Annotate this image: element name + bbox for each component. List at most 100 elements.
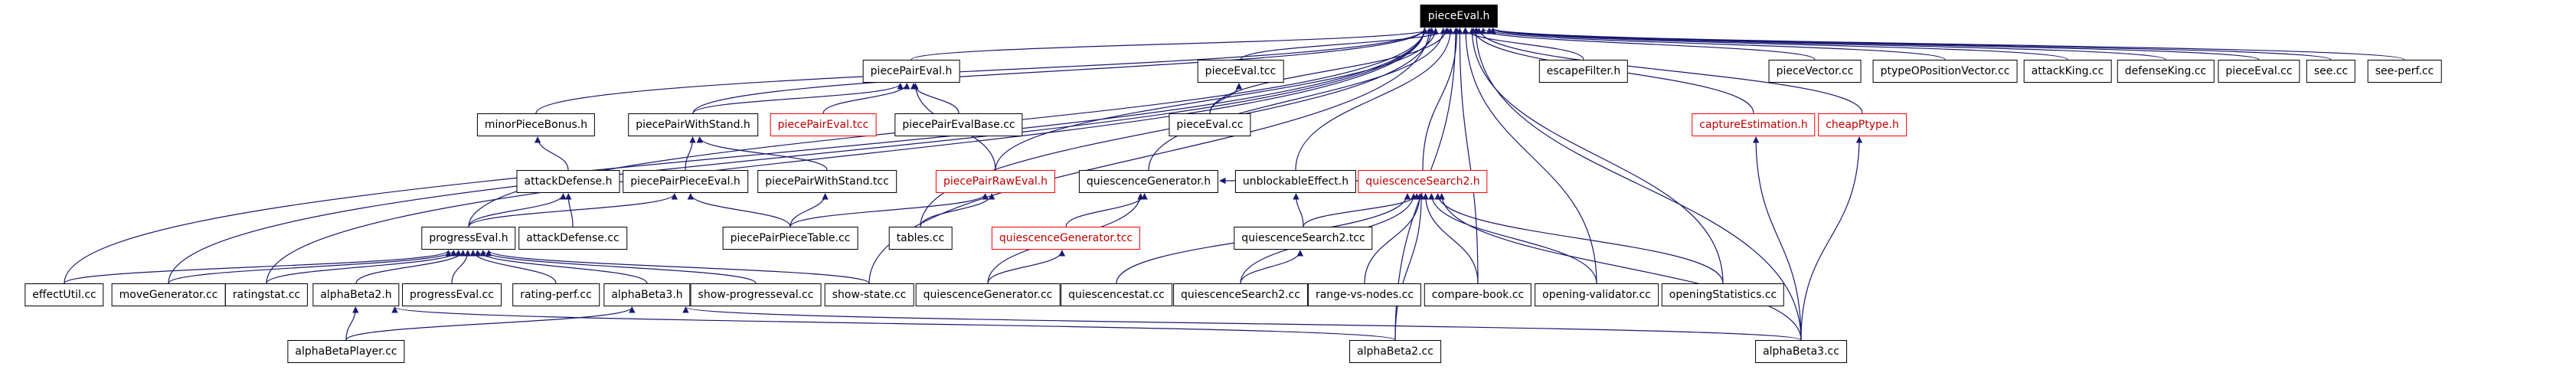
graph-node-rating_perf_cc[interactable]: rating-perf.cc [512, 283, 600, 306]
graph-edge [485, 250, 870, 284]
graph-node-compare_book_cc[interactable]: compare-book.cc [1424, 283, 1532, 306]
graph-node-attackDefense_cc[interactable]: attackDefense.cc [518, 227, 627, 250]
graph-node-pieceEval_cc_mid[interactable]: pieceEval.cc [1169, 113, 1251, 136]
graph-edge [910, 28, 1435, 61]
graph-node-range_vs_nodes_cc[interactable]: range-vs-nodes.cc [1307, 283, 1422, 306]
graph-node-piecePairWithStand_h[interactable]: piecePairWithStand.h [628, 113, 758, 136]
graph-node-defenseKing_cc[interactable]: defenseKing.cc [2117, 60, 2215, 83]
graph-node-alphaBetaPlayer_cc[interactable]: alphaBetaPlayer.cc [287, 340, 405, 363]
graph-node-openingStatistics_cc[interactable]: openingStatistics.cc [1661, 283, 1785, 306]
graph-edge [1422, 28, 1460, 171]
graph-edge [1486, 28, 2068, 61]
graph-edge [1422, 193, 1479, 284]
graph-node-piecePairRawEval_h[interactable]: piecePairRawEval.h [935, 170, 1056, 193]
graph-edge [1434, 193, 1724, 284]
graph-edge [682, 306, 1802, 341]
graph-edge [687, 193, 791, 227]
graph-node-progressEval_cc[interactable]: progressEval.cc [402, 283, 502, 306]
graph-node-piecePairEvalBase_cc[interactable]: piecePairEvalBase.cc [894, 113, 1023, 136]
graph-node-quiescenceSearch2_cc[interactable]: quiescenceSearch2.cc [1173, 283, 1308, 306]
graph-node-attackDefense_h[interactable]: attackDefense.h [516, 170, 620, 193]
graph-edge [534, 136, 569, 171]
graph-edge [1364, 193, 1424, 284]
graph-edge [1462, 28, 1597, 284]
graph-edge [1240, 250, 1304, 284]
graph-edge [1209, 83, 1243, 114]
graph-node-captureEstimation_h[interactable]: captureEstimation.h [1692, 113, 1816, 136]
graph-edge [692, 83, 904, 114]
graph-node-quiescencestat_cc[interactable]: quiescencestat.cc [1061, 283, 1172, 306]
graph-edge [1469, 28, 1724, 284]
graph-node-alphaBeta3_cc[interactable]: alphaBeta3.cc [1755, 340, 1847, 363]
graph-edge [1148, 28, 1447, 171]
graph-node-piecePairPieceTable_cc[interactable]: piecePairPieceTable.cc [722, 227, 858, 250]
graph-node-piecePairPieceEval_h[interactable]: piecePairPieceEval.h [623, 170, 748, 193]
graph-node-minorPieceBonus_h[interactable]: minorPieceBonus.h [476, 113, 596, 136]
graph-node-pieceEval_cc_right[interactable]: pieceEval.cc [2218, 60, 2300, 83]
graph-node-piecePairEval_h[interactable]: piecePairEval.h [862, 60, 960, 83]
graph-node-show_state_cc[interactable]: show-state.cc [824, 283, 914, 306]
graph-edge [789, 193, 829, 227]
graph-node-piecePairEval_tcc[interactable]: piecePairEval.tcc [770, 113, 877, 136]
graph-edge [355, 250, 466, 284]
graph-edge [168, 250, 457, 284]
graph-edge [64, 250, 452, 284]
graph-node-quiescenceGenerator_h[interactable]: quiescenceGenerator.h [1078, 170, 1219, 193]
graph-node-quiescenceSearch2_tcc[interactable]: quiescenceSearch2.tcc [1234, 227, 1373, 250]
graph-node-cheapPtype_h[interactable]: cheapPtype.h [1818, 113, 1907, 136]
graph-edge [469, 250, 557, 284]
graph-node-unblockableEffect_h[interactable]: unblockableEffect.h [1234, 170, 1357, 193]
graph-edge [1476, 28, 1863, 114]
graph-node-opening_validator_cc[interactable]: opening-validator.cc [1535, 283, 1659, 306]
graph-edge [1438, 193, 1802, 341]
graph-edge [391, 306, 1396, 341]
graph-node-ratingstat_cc[interactable]: ratingstat.cc [224, 283, 309, 306]
graph-edge [987, 250, 1066, 284]
graph-edge [1293, 193, 1304, 227]
graph-edge [1489, 28, 2166, 61]
graph-edge [1479, 28, 1946, 61]
graph-node-quiescenceGenerator_cc[interactable]: quiescenceGenerator.cc [915, 283, 1061, 306]
graph-edge [920, 193, 995, 227]
graph-edge [266, 250, 462, 284]
graph-node-pieceVector_cc[interactable]: pieceVector.cc [1768, 60, 1862, 83]
graph-node-progressEval_h[interactable]: progressEval.h [421, 227, 516, 250]
graph-node-quiescenceSearch2_h[interactable]: quiescenceSearch2.h [1358, 170, 1488, 193]
graph-node-pieceEval_tcc[interactable]: pieceEval.tcc [1197, 60, 1284, 83]
graph-edge [995, 28, 1439, 171]
graph-node-ptypeOPositionVector_cc[interactable]: ptypeOPositionVector.cc [1872, 60, 2018, 83]
graph-edge [345, 306, 359, 341]
graph-node-alphaBeta2_cc[interactable]: alphaBeta2.cc [1349, 340, 1441, 363]
graph-edge [64, 28, 1428, 284]
graph-edge [1394, 193, 1425, 341]
graph-node-tables_cc[interactable]: tables.cc [888, 227, 953, 250]
graph-edge [451, 250, 472, 284]
graph-node-attackKing_cc[interactable]: attackKing.cc [2023, 60, 2112, 83]
graph-edge [1489, 28, 2332, 61]
graph-edge [1752, 136, 1802, 341]
graph-edge [1800, 136, 1863, 341]
graph-node-escapeFilter_h[interactable]: escapeFilter.h [1538, 60, 1629, 83]
graph-node-alphaBeta2_h[interactable]: alphaBeta2.h [312, 283, 400, 306]
graph-edge [345, 306, 636, 341]
graph-edge [1428, 193, 1597, 284]
graph-edge [1456, 28, 1479, 284]
graph-node-piecePairWithStand_tcc[interactable]: piecePairWithStand.tcc [757, 170, 897, 193]
graph-node-quiescenceGenerator_tcc[interactable]: quiescenceGenerator.tcc [991, 227, 1141, 250]
graph-edge [266, 28, 1428, 284]
graph-edge [692, 28, 1428, 114]
graph-node-pieceEval_h[interactable]: pieceEval.h [1420, 5, 1498, 28]
graph-edge [789, 193, 989, 227]
graph-node-moveGenerator_cc[interactable]: moveGenerator.cc [111, 283, 226, 306]
graph-node-alphaBeta3_h[interactable]: alphaBeta3.h [603, 283, 691, 306]
graph-edge [1473, 28, 1802, 341]
graph-node-effectUtil_cc[interactable]: effectUtil.cc [25, 283, 104, 306]
graph-edge [1489, 28, 2405, 61]
graph-node-see_cc[interactable]: see.cc [2306, 60, 2356, 83]
graph-edge [1303, 193, 1420, 227]
graph-node-show_progresseval_cc[interactable]: show-progresseval.cc [690, 283, 822, 306]
graph-edge [910, 83, 959, 114]
graph-node-see_perf_cc[interactable]: see-perf.cc [2367, 60, 2442, 83]
